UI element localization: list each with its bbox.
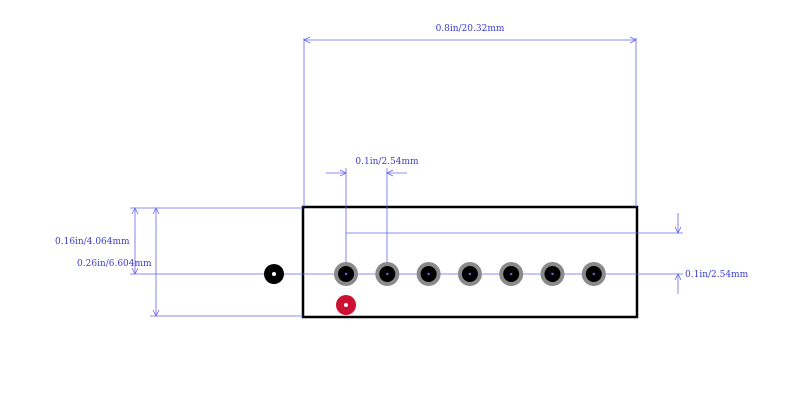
- height-pins-arrow-top: [131, 207, 139, 215]
- pin-center: [427, 272, 430, 276]
- pin-center: [386, 272, 389, 276]
- pitch-top-label: 0.1in/2.54mm: [355, 157, 419, 167]
- component-outline: [301, 205, 639, 319]
- pin-center: [510, 272, 513, 276]
- pin-7: [581, 262, 606, 286]
- pin-2: [375, 262, 400, 286]
- pin1-marker-center: [344, 303, 348, 307]
- pitch-right-label: 0.1in/2.54mm: [685, 270, 749, 280]
- height-pins-arrow-bottom: [131, 267, 139, 275]
- pin-center: [592, 272, 595, 276]
- origin-marker-center: [272, 272, 276, 276]
- pin-center: [468, 272, 472, 276]
- height-overall-arrow-top: [152, 207, 160, 215]
- width-arrow-right: [629, 36, 637, 44]
- pin-3: [416, 262, 441, 286]
- width-arrow-left: [303, 36, 311, 44]
- pin-4: [457, 262, 482, 286]
- pitch-arrow-right: [386, 169, 394, 177]
- pitch-arrow-left: [339, 169, 347, 177]
- pin-center: [551, 272, 554, 276]
- height-overall-label: 0.26in/6.604mm: [77, 259, 152, 269]
- pin-6: [540, 262, 565, 286]
- height-pins-label: 0.16in/4.064mm: [55, 237, 130, 247]
- pin-1: [334, 262, 358, 286]
- pin-center: [344, 272, 348, 276]
- pitch-right-arrow-top: [674, 226, 682, 234]
- pin-row: [334, 262, 606, 286]
- width-dimension-label: 0.8in/20.32mm: [436, 24, 505, 34]
- height-overall-arrow-bottom: [152, 309, 160, 317]
- pin-5: [499, 262, 524, 286]
